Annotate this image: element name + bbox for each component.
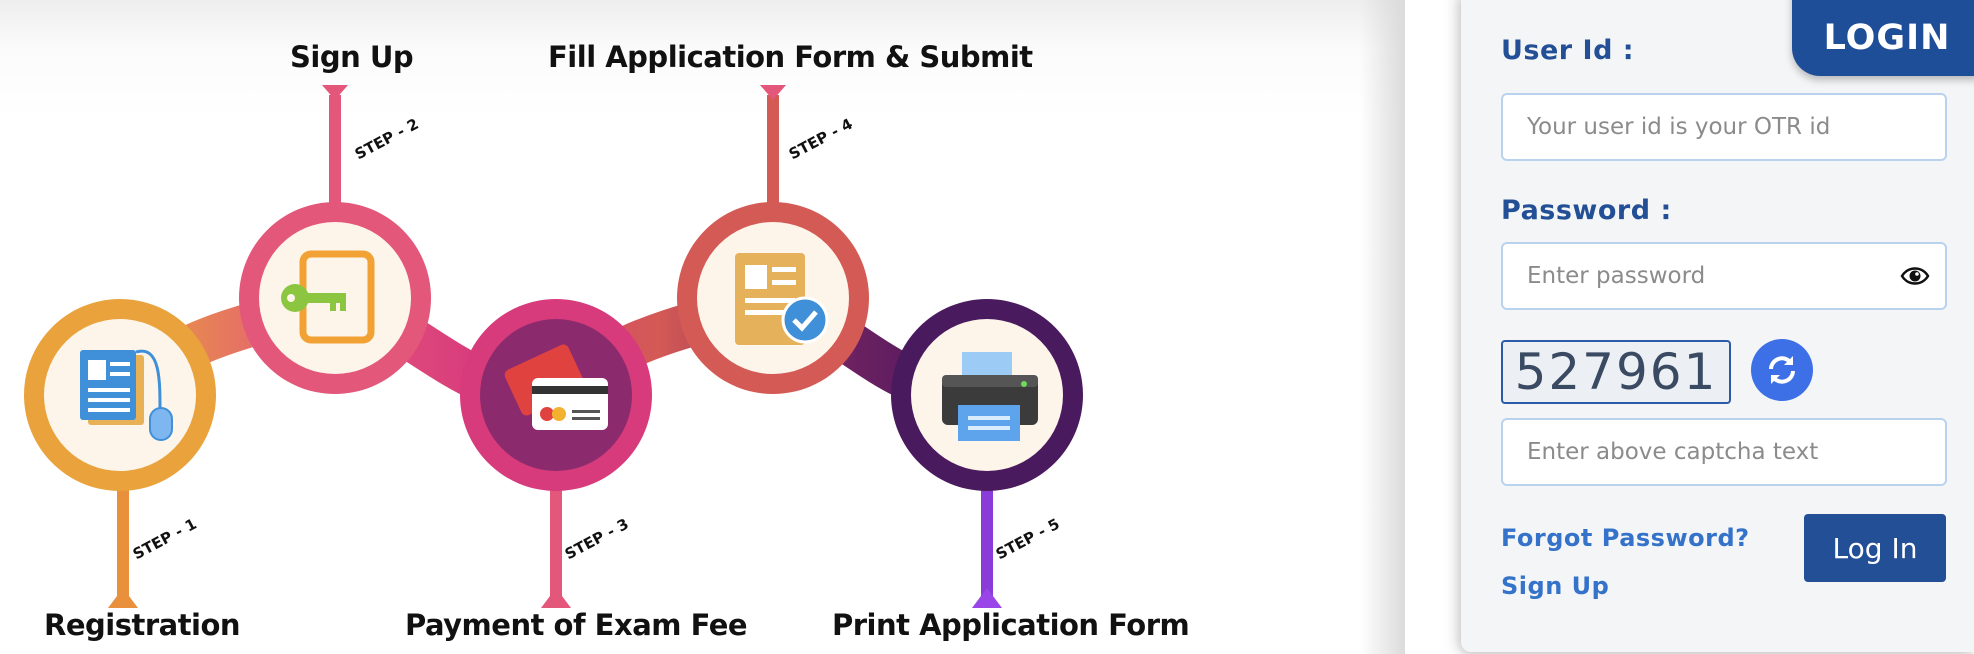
step-1-node bbox=[24, 299, 216, 608]
login-badge: LOGIN bbox=[1792, 0, 1974, 76]
captcha-input[interactable] bbox=[1501, 418, 1947, 486]
step-3-node bbox=[460, 299, 652, 608]
password-input[interactable] bbox=[1501, 242, 1947, 310]
step-1-title: Registration bbox=[44, 608, 241, 642]
step-5-node bbox=[891, 299, 1083, 608]
password-label: Password : bbox=[1501, 195, 1672, 226]
refresh-icon bbox=[1769, 356, 1795, 384]
step-2-title: Sign Up bbox=[290, 40, 414, 74]
sign-up-link[interactable]: Sign Up bbox=[1501, 572, 1610, 600]
user-id-input[interactable] bbox=[1501, 93, 1947, 161]
step-4-title: Fill Application Form & Submit bbox=[548, 40, 1033, 74]
refresh-captcha-button[interactable] bbox=[1751, 339, 1813, 401]
panel-shadow bbox=[1360, 0, 1405, 654]
process-diagram bbox=[24, 85, 1083, 608]
forgot-password-link[interactable]: Forgot Password? bbox=[1501, 524, 1750, 552]
application-form-icon bbox=[735, 253, 829, 345]
login-button[interactable]: Log In bbox=[1804, 514, 1946, 582]
printer-icon bbox=[942, 352, 1038, 441]
step-3-title: Payment of Exam Fee bbox=[405, 608, 748, 642]
eye-icon[interactable] bbox=[1900, 264, 1930, 288]
credit-card-icon bbox=[504, 344, 608, 430]
step-4-node bbox=[677, 85, 869, 394]
user-id-label: User Id : bbox=[1501, 35, 1635, 66]
step-2-node bbox=[239, 85, 431, 394]
key-icon bbox=[281, 250, 375, 344]
step-5-title: Print Application Form bbox=[832, 608, 1190, 642]
registration-form-icon bbox=[80, 349, 173, 441]
captcha-image: 527961 bbox=[1501, 340, 1731, 404]
